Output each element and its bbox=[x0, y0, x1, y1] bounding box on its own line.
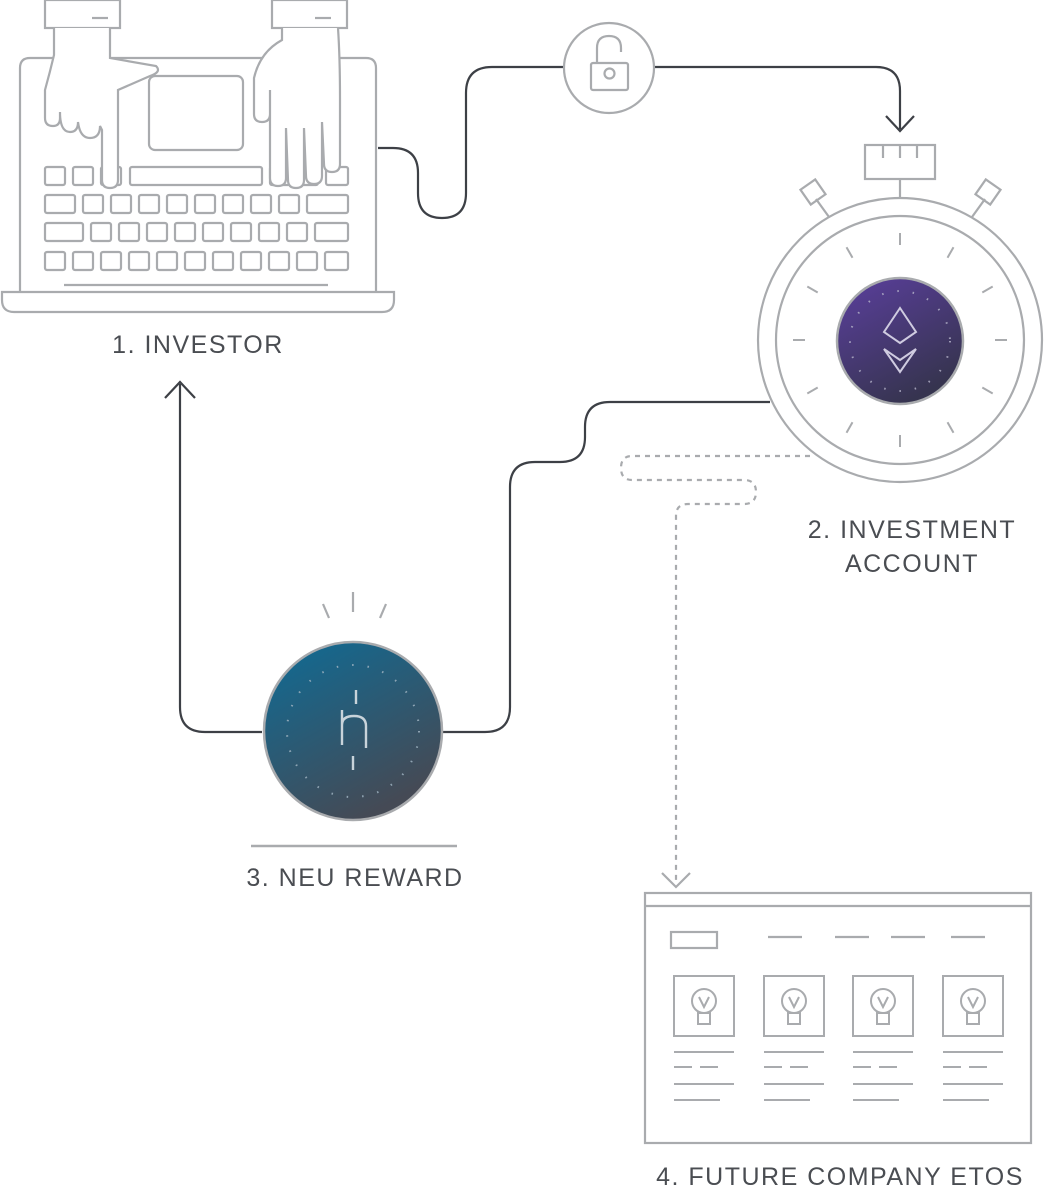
dotted-connector-to-etos bbox=[619, 454, 810, 889]
label-investment-account-line2: ACCOUNT bbox=[844, 550, 980, 578]
right-hand bbox=[252, 0, 349, 190]
left-hand bbox=[43, 0, 160, 190]
neu-glow-rays bbox=[321, 592, 388, 619]
neu-token-icon bbox=[262, 640, 444, 822]
connector-investor-to-account bbox=[378, 65, 915, 220]
unlocked-padlock-icon bbox=[562, 21, 656, 115]
laptop-hands-icon bbox=[0, 0, 396, 314]
stopwatch-ticks bbox=[793, 233, 1007, 447]
browser-window-icon bbox=[643, 891, 1033, 1145]
ethereum-icon bbox=[835, 276, 965, 406]
label-investor: 1. INVESTOR bbox=[112, 331, 284, 359]
connector-neu-to-investor bbox=[164, 380, 262, 734]
label-future-company-etos: 4. FUTURE COMPANY ETOS bbox=[656, 1163, 1024, 1191]
label-neu-reward: 3. NEU REWARD bbox=[246, 864, 464, 892]
label-investment-account-line1: 2. INVESTMENT bbox=[807, 516, 1017, 544]
connector-account-to-neu bbox=[443, 400, 770, 734]
